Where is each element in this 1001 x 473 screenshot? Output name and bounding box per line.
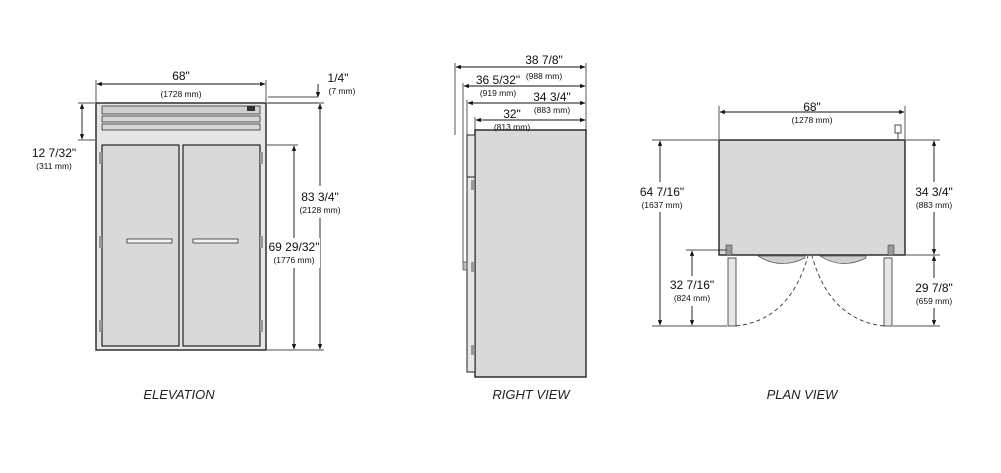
right-depth-total-mm: (988 mm) xyxy=(526,71,563,81)
right-depth-total-inch: 38 7/8" xyxy=(525,53,563,67)
hinge-icon xyxy=(471,262,474,272)
right-view-door-edge xyxy=(466,176,476,373)
elevation-header xyxy=(101,105,261,115)
right-view-door-edge xyxy=(466,134,476,178)
elevation-top-offset-mm: (311 mm) xyxy=(36,161,72,171)
plan-view-title: PLAN VIEW xyxy=(767,387,840,402)
right-depth-body-inch: 32" xyxy=(503,107,521,121)
plan-swing-right-mm: (659 mm) xyxy=(916,296,953,306)
right-door-handle xyxy=(192,238,239,244)
plan-total-depth-inch: 64 7/16" xyxy=(640,185,684,199)
thermometer-icon xyxy=(247,106,255,111)
elevation-view: 68" (1728 mm) 1/4" (7 mm) 12 7/32" (311 … xyxy=(32,69,356,402)
plan-swing-left-mm: (824 mm) xyxy=(674,293,711,303)
elevation-louver xyxy=(101,123,261,131)
right-view-title: RIGHT VIEW xyxy=(492,387,571,402)
hinge-icon xyxy=(260,236,263,248)
left-door xyxy=(101,144,180,347)
plan-width-inch: 68" xyxy=(803,100,821,114)
right-depth-body-mm: (813 mm) xyxy=(494,122,531,132)
elevation-door-height-mm: (1776 mm) xyxy=(273,255,314,265)
plug-icon xyxy=(894,124,902,134)
right-door xyxy=(182,144,261,347)
right-depth-door-inch: 34 3/4" xyxy=(533,90,571,104)
right-depth-handle-mm: (919 mm) xyxy=(480,88,517,98)
elevation-width-mm: (1728 mm) xyxy=(160,89,201,99)
elevation-total-height-inch: 83 3/4" xyxy=(301,190,339,204)
hinge-icon xyxy=(260,320,263,332)
hinge-icon xyxy=(471,345,474,355)
elevation-door-height-inch: 69 29/32" xyxy=(269,240,320,254)
plan-swing-right-inch: 29 7/8" xyxy=(915,281,953,295)
plan-total-depth-mm: (1637 mm) xyxy=(641,200,682,210)
plan-cabinet-depth-inch: 34 3/4" xyxy=(915,185,953,199)
plan-left-door-open xyxy=(727,257,737,327)
hinge-icon xyxy=(471,180,474,190)
elevation-width-inch: 68" xyxy=(172,69,190,83)
hinge-icon xyxy=(99,236,102,248)
elevation-top-gap-inch: 1/4" xyxy=(328,71,349,85)
elevation-top-offset-inch: 12 7/32" xyxy=(32,146,76,160)
plan-swing-left-inch: 32 7/16" xyxy=(670,278,714,292)
hinge-icon xyxy=(99,152,102,164)
hinge-icon xyxy=(99,320,102,332)
right-depth-door-mm: (883 mm) xyxy=(534,105,571,115)
plan-right-door-open xyxy=(883,257,893,327)
hinge-icon xyxy=(887,244,895,256)
plan-width-mm: (1278 mm) xyxy=(791,115,832,125)
elevation-louver xyxy=(101,115,261,123)
hinge-icon xyxy=(260,152,263,164)
elevation-top-gap-mm: (7 mm) xyxy=(329,86,356,96)
plan-view: 68" (1278 mm) 64 7/16" (1637 mm) 32 7/16… xyxy=(634,100,960,402)
elevation-total-height-mm: (2128 mm) xyxy=(299,205,340,215)
elevation-title: ELEVATION xyxy=(143,387,215,402)
left-door-handle xyxy=(126,238,173,244)
plan-cabinet-depth-mm: (883 mm) xyxy=(916,200,953,210)
right-depth-handle-inch: 36 5/32" xyxy=(476,73,520,87)
handle-icon xyxy=(462,261,468,271)
right-view-cabinet xyxy=(474,129,587,378)
plan-cabinet xyxy=(718,139,906,256)
right-view: 38 7/8" (988 mm) 36 5/32" (919 mm) 34 3/… xyxy=(454,53,587,402)
